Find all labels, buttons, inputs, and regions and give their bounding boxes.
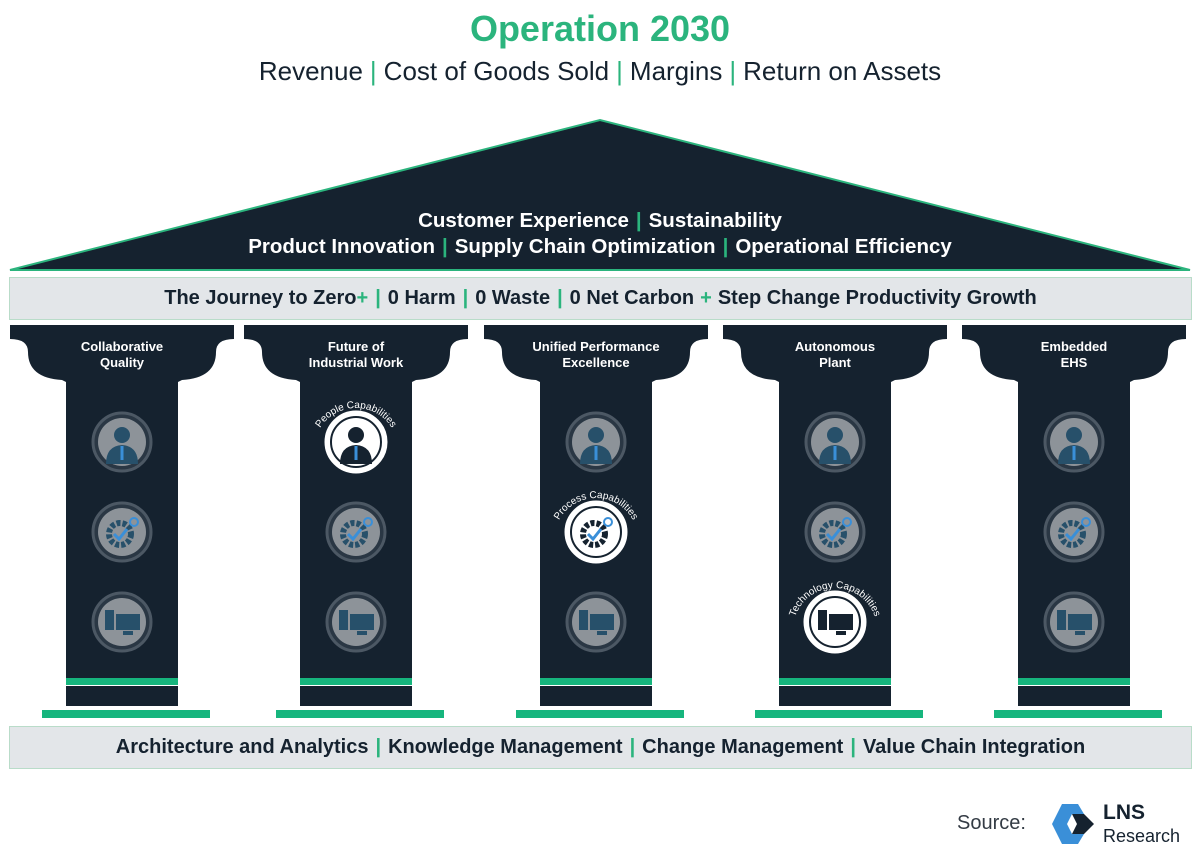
subtitle-item-cogs: Cost of Goods Sold (383, 56, 610, 86)
subtitle-item-revenue: Revenue (258, 56, 363, 86)
separator: | (850, 736, 856, 758)
roof-shape (9, 118, 1191, 271)
foundation-item-value-chain: Value Chain Integration (862, 736, 1086, 758)
technology-capability-icon (1043, 591, 1105, 653)
foundation-item-knowledge: Knowledge Management (388, 736, 623, 758)
people-capability-icon (804, 411, 866, 473)
lns-brand-sub: Research (1103, 826, 1181, 846)
page-subtitle: Revenue|Cost of Goods Sold|Margins|Retur… (0, 56, 1200, 87)
plus-icon: + (700, 287, 712, 309)
journey-band-text: The Journey to Zero+|0 Harm|0 Waste|0 Ne… (10, 278, 1191, 319)
foundation-item-change: Change Management (642, 736, 844, 758)
lns-brand: LNS (1103, 801, 1145, 824)
pillar-label-line-2: Industrial Work (308, 355, 404, 370)
technology-capability-icon (325, 591, 387, 653)
roof-item-supply-chain: Supply Chain Optimization (454, 235, 716, 258)
separator: | (729, 56, 737, 86)
separator: | (616, 56, 623, 86)
lns-logo-icon (1052, 804, 1094, 844)
separator: | (375, 287, 381, 309)
journey-tail: Step Change Productivity Growth (717, 287, 1037, 309)
process-capability-icon (91, 501, 153, 563)
process-capability-icon (804, 501, 866, 563)
journey-band: The Journey to Zero+|0 Harm|0 Waste|0 Ne… (9, 277, 1192, 320)
people-capability-icon (1043, 411, 1105, 473)
people-capability-icon (91, 411, 153, 473)
pillar-shape (962, 325, 1186, 718)
separator: | (462, 287, 469, 309)
separator: | (557, 287, 563, 309)
subtitle-item-roa: Return on Assets (743, 56, 942, 86)
pillar-shape: Process Capabilities (484, 325, 708, 718)
pillar-label-line-2: EHS (1060, 355, 1088, 370)
pillar-label-line-1: Unified Performance (532, 339, 660, 354)
foundation-band-text: Architecture and Analytics | Knowledge Man… (10, 727, 1191, 768)
pillar-label-line-1: Embedded (1040, 339, 1108, 354)
pillar-shape: Technology Capabilities (723, 325, 947, 718)
roof-line-1: Customer Experience | Sustainability (0, 209, 1200, 233)
roof-item-operational-efficiency: Operational Efficiency (735, 235, 952, 258)
pillar-label-line-2: Quality (99, 355, 145, 370)
pillar-shape: People Capabilities (244, 325, 468, 718)
process-capability-icon (1043, 501, 1105, 563)
separator: | (629, 736, 636, 758)
roof-item-product-innovation: Product Innovation (248, 235, 435, 258)
pillar-label-line-1: Autonomous (794, 339, 876, 354)
roof-item-customer-experience: Customer Experience (418, 209, 629, 232)
pillar-label-line-2: Excellence (562, 355, 630, 370)
separator: | (369, 56, 377, 86)
journey-lead: The Journey to Zero (164, 287, 357, 309)
pillar-shape (10, 325, 234, 718)
technology-capability-icon (565, 591, 627, 653)
separator: | (635, 209, 642, 232)
separator: | (375, 736, 382, 758)
foundation-item-architecture: Architecture and Analytics (115, 736, 369, 758)
separator: | (442, 235, 448, 258)
separator: | (722, 235, 729, 258)
source-label: Source: (957, 812, 1026, 834)
people-capability-icon (324, 410, 388, 474)
subtitle-item-margins: Margins (629, 56, 723, 86)
process-capability-icon (564, 500, 628, 564)
pillar-label-line-1: Collaborative (80, 339, 164, 354)
process-capability-icon (325, 501, 387, 563)
people-capability-icon (565, 411, 627, 473)
pillar-label-line-1: Future of (327, 339, 385, 354)
plus-icon: + (356, 287, 369, 309)
roof-item-sustainability: Sustainability (648, 209, 782, 232)
journey-item-harm: 0 Harm (387, 287, 456, 309)
journey-item-carbon: 0 Net Carbon (569, 287, 695, 309)
pillar-label-line-2: Plant (819, 355, 851, 370)
roof-line-2: Product Innovation | Supply Chain Optimiza… (0, 235, 1200, 259)
technology-capability-icon (803, 590, 867, 654)
technology-capability-icon (91, 591, 153, 653)
foundation-band: Architecture and Analytics | Knowledge Man… (9, 726, 1192, 769)
page-title: Operation 2030 (469, 8, 731, 49)
journey-item-waste: 0 Waste (475, 287, 551, 309)
